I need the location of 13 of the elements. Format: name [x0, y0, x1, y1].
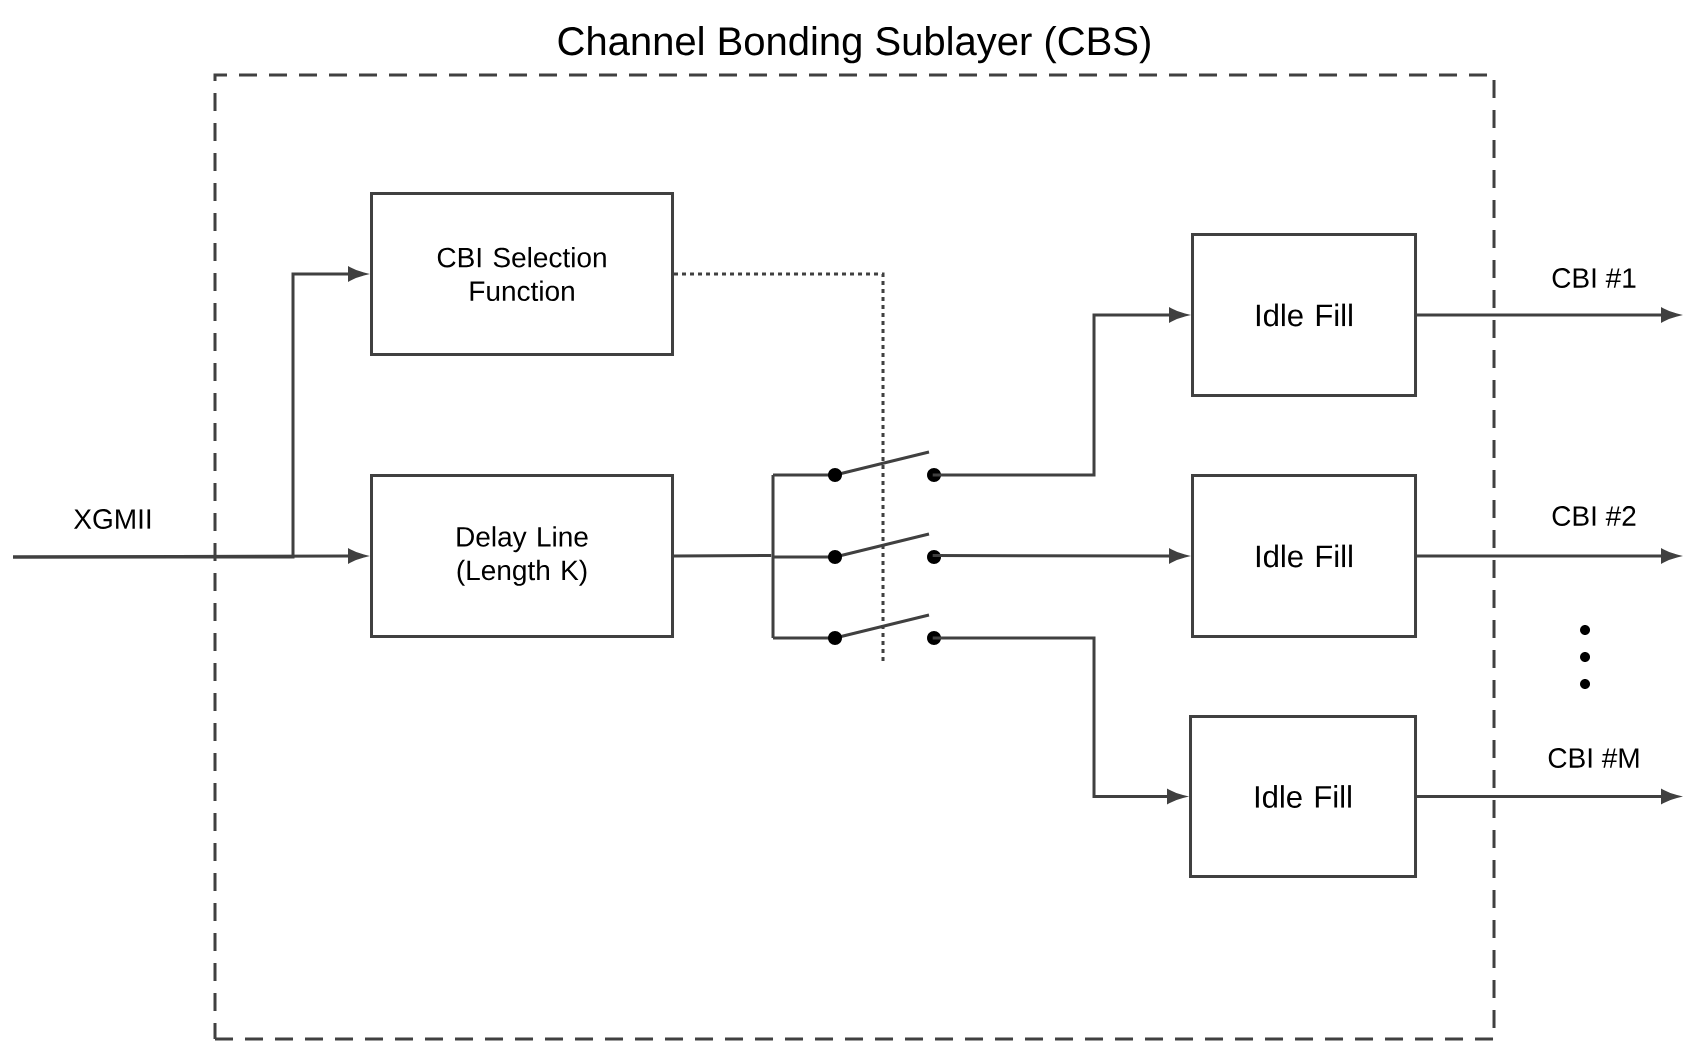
process-box: Idle Fill: [1189, 715, 1417, 878]
frame-title: Channel Bonding Sublayer (CBS): [558, 26, 1150, 64]
edge-label: XGMII: [73, 509, 151, 529]
edge-label: CBI #2: [1552, 506, 1636, 526]
edge-label: CBI #1: [1552, 268, 1636, 288]
process-box: Idle Fill: [1191, 233, 1417, 397]
switch-drawing: [771, 450, 941, 645]
connector-line: [674, 554, 772, 558]
process-box: Delay Line (Length K): [370, 474, 674, 638]
process-box: Idle Fill: [1191, 474, 1417, 638]
process-box: CBI Selection Function: [370, 192, 674, 356]
edge-label: CBI #M: [1548, 748, 1639, 768]
dotted-line: [674, 272, 885, 663]
